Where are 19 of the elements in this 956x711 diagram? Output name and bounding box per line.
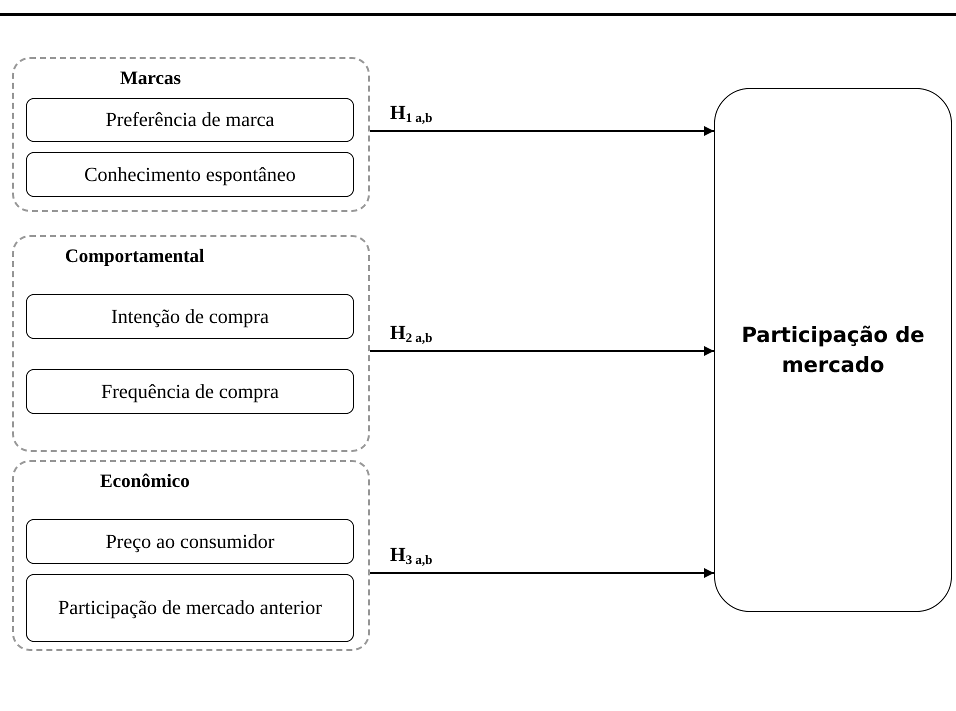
variable-box: Intenção de compra <box>26 294 354 339</box>
edge-label: H$_{3 a,b}$ <box>390 543 432 570</box>
arrow <box>370 126 714 136</box>
variable-box: Preço ao consumidor <box>26 519 354 564</box>
variable-box: Participação de mercado anterior <box>26 574 354 642</box>
edge-label: H$_{1 a,b}$ <box>390 101 432 128</box>
variable-box: Conhecimento espontâneo <box>26 152 354 197</box>
group-box <box>12 57 370 212</box>
group-title: Marcas <box>120 67 181 91</box>
group-title: Econômico <box>100 470 190 494</box>
edge-label: H$_{2 a,b}$ <box>390 321 432 348</box>
group-title: Comportamental <box>65 245 204 269</box>
group-box <box>12 460 370 651</box>
group-box <box>12 235 370 452</box>
outcome-box: Participação de mercado <box>714 88 952 612</box>
arrow <box>370 568 714 578</box>
variable-box: Frequência de compra <box>26 369 354 414</box>
arrow <box>370 346 714 356</box>
variable-box: Preferência de marca <box>26 98 354 142</box>
